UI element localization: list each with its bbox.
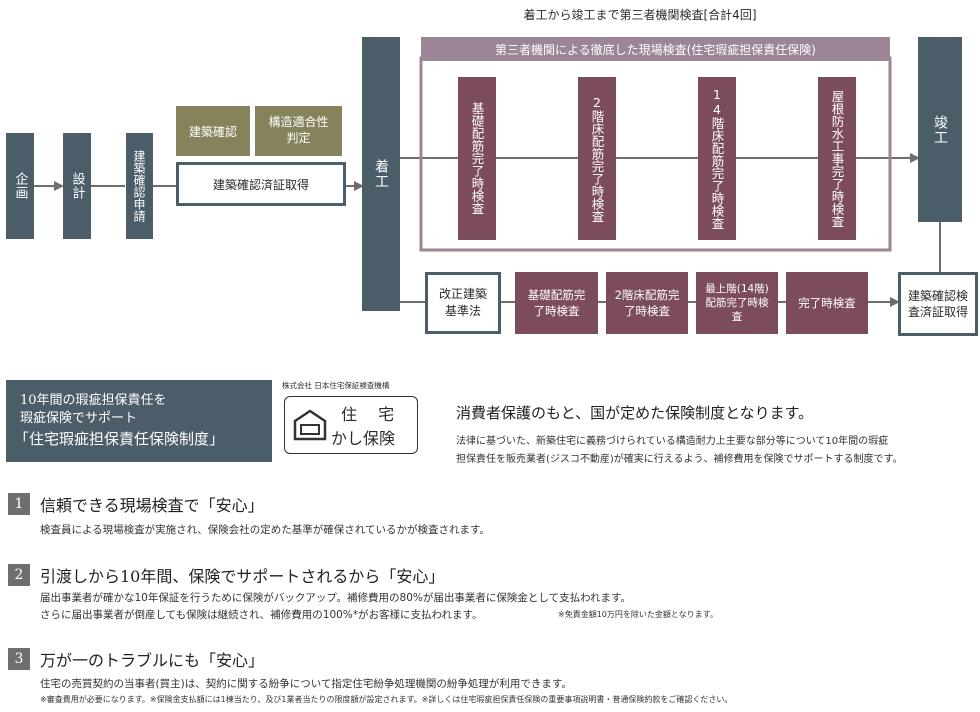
kashi-hoken-logo: 住 宅 かし保険 [284,396,418,454]
info-line-3: 「住宅瑕疵担保責任保険制度」 [14,430,225,448]
kikaku-box: 企画 [6,133,34,239]
chakkou-box: 着工 [362,37,400,311]
house-icon [293,409,327,441]
point-2-title: 引渡しから10年間、保険でサポートされるから「安心」 [40,567,445,586]
third-party-banner: 第三者機関による徹底した現場検査(住宅瑕疵担保責任保険) [421,37,890,61]
consumer-body-1: 法律に基づいた、新築住宅に義務づけられている構造耐力上主要な部分等について10年… [456,436,889,447]
top-heading: 着工から竣工まで第三者機関検査[合計4回] [523,8,757,22]
law-step-1: 基礎配筋完了時検査 [515,272,598,334]
kouzou-tekigou-box: 構造適合性判定 [255,106,342,156]
third-party-inspection-2: 2階床配筋完了時検査 [578,77,616,240]
law-step-4: 完了時検査 [786,272,868,334]
law-final-box: 建築確認検査済証取得 [898,272,978,336]
consumer-body-2: 担保責任を販売業者(ジスコ不動産)が確実に行えるよう、補修費用を保険でサポートす… [456,454,903,465]
law-box: 改正建築基準法 [425,272,501,334]
logo-company: 株式会社 日本住宅保証検査機構 [282,381,390,390]
point-2-badge: 2 [8,564,30,586]
law-step-3: 最上階(14階)配筋完了時検査 [696,272,778,334]
point-3-title: 万が一のトラブルにも「安心」 [40,651,265,670]
point-3-note: ※審査費用が必要になります。※保険金支払額には1棟当たり、及び1業者当たりの限度… [40,695,733,704]
info-line-2: 瑕疵保険でサポート [20,411,138,426]
consumer-title: 消費者保護のもと、国が定めた保険制度となります。 [456,404,814,422]
third-party-inspection-4: 屋根防水工事完了時検査 [818,77,856,240]
point-2-line-2: さらに届出事業者が倒産しても保険は継続され、補修費用の100%*がお客様に支払わ… [40,609,483,621]
point-1-badge: 1 [8,493,30,515]
kakunin-sumi-box: 建築確認済証取得 [176,162,346,206]
shunkou-box: 竣工 [918,37,962,222]
sekkei-box: 設計 [63,133,91,239]
info-box: 10年間の瑕疵担保責任を 瑕疵保険でサポート 「住宅瑕疵担保責任保険制度」 [6,380,272,462]
shinsei-box: 建築確認申請 [126,133,153,239]
kenchiku-kakunin-box: 建築確認 [176,106,250,156]
point-3-badge: 3 [8,648,30,670]
point-3-line-1: 住宅の売買契約の当事者(買主)は、契約に関する紛争について指定住宅紛争処理機関の… [40,678,572,690]
point-1-title: 信頼できる現場検査で「安心」 [40,496,264,515]
logo-mark-bottom: かし保険 [331,429,396,448]
point-2-note: ※免責金額10万円を除いた金額となります。 [558,610,718,619]
law-step-2: 2階床配筋完了時検査 [606,272,688,334]
point-1-line-1: 検査員による現場検査が実施され、保険会社の定めた基準が確保されているかが検査され… [40,524,490,536]
third-party-inspection-3: 14階床配筋完了時検査 [698,77,736,240]
info-line-1: 10年間の瑕疵担保責任を [20,393,167,408]
third-party-inspection-1: 基礎配筋完了時検査 [458,77,496,240]
point-2-line-1: 届出事業者が確かな10年保証を行うために保険がバックアップ。補修費用の80%が届… [40,592,631,604]
logo-mark-top: 住 宅 [341,405,403,424]
